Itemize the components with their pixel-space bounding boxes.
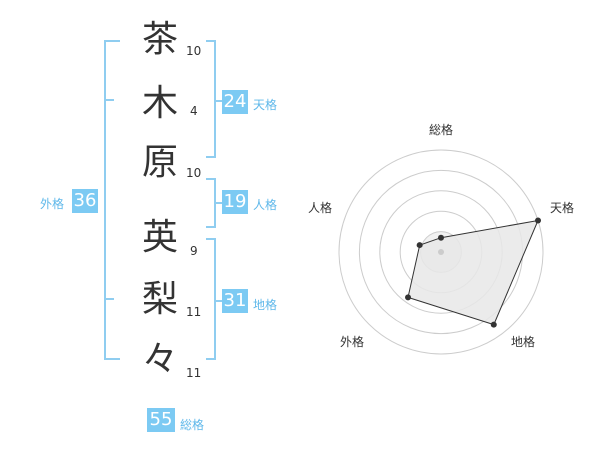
bracket-connector bbox=[214, 202, 222, 204]
radar-label-chikaku: 地格 bbox=[511, 334, 535, 349]
gaikaku-label: 外格 bbox=[40, 197, 65, 211]
name-char-5: 梨 bbox=[141, 279, 178, 320]
stroke-count-3: 10 bbox=[186, 166, 202, 180]
bracket-tick bbox=[206, 156, 216, 158]
soukaku-value: 55 bbox=[147, 408, 175, 432]
stroke-count-5: 11 bbox=[186, 305, 202, 319]
radar-point-gaikaku bbox=[405, 294, 412, 301]
tenkaku-label: 天格 bbox=[253, 98, 278, 112]
radar-center-dot bbox=[438, 249, 444, 255]
bracket-tick bbox=[206, 238, 216, 240]
radar-point-chikaku bbox=[490, 321, 497, 328]
name-char-2: 木 bbox=[141, 83, 178, 124]
name-char-6: 々 bbox=[141, 339, 178, 380]
bracket-vertical bbox=[214, 238, 216, 360]
jinkaku-label: 人格 bbox=[253, 198, 278, 212]
stroke-count-1: 10 bbox=[186, 44, 202, 58]
bracket-tick bbox=[206, 40, 216, 42]
soukaku-label: 総格 bbox=[180, 418, 205, 432]
name-char-4: 英 bbox=[141, 217, 178, 258]
bracket-tick bbox=[104, 99, 114, 101]
tenkaku-value: 24 bbox=[222, 90, 248, 114]
stroke-count-2: 4 bbox=[190, 104, 198, 118]
bracket-tick bbox=[206, 178, 216, 180]
radar-points bbox=[405, 217, 542, 328]
bracket-tick bbox=[104, 40, 120, 42]
radar-label-tenkaku: 天格 bbox=[550, 200, 574, 215]
radar-point-soukaku bbox=[438, 234, 444, 241]
radar-ring bbox=[338, 149, 544, 355]
stroke-count-4: 9 bbox=[190, 244, 198, 258]
jinkaku-value: 19 bbox=[222, 190, 248, 214]
bracket-vertical bbox=[104, 40, 106, 360]
bracket-tick bbox=[206, 358, 216, 360]
gaikaku-value: 36 bbox=[72, 189, 98, 213]
name-char-1: 茶 bbox=[141, 19, 178, 60]
radar-point-jinkaku bbox=[416, 242, 423, 249]
chikaku-label: 地格 bbox=[253, 298, 278, 312]
chikaku-value: 31 bbox=[222, 289, 248, 313]
bracket-connector bbox=[214, 300, 222, 302]
radar-label-soukaku: 総格 bbox=[429, 122, 453, 137]
bracket-tick bbox=[104, 298, 114, 300]
radar-point-tenkaku bbox=[535, 217, 542, 224]
stroke-count-6: 11 bbox=[186, 366, 202, 380]
bracket-connector bbox=[214, 100, 222, 102]
radar-polygon bbox=[407, 219, 539, 326]
name-char-3: 原 bbox=[141, 142, 178, 183]
radar-label-jinkaku: 人格 bbox=[308, 200, 332, 215]
bracket-vertical bbox=[214, 40, 216, 158]
bracket-tick bbox=[104, 358, 120, 360]
bracket-tick bbox=[206, 226, 216, 228]
radar-label-gaikaku: 外格 bbox=[340, 334, 364, 349]
